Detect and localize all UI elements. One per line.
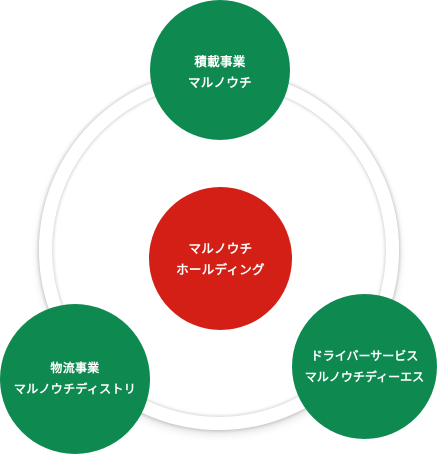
node-sekisai-jigyo: 積載事業 マルノウチ bbox=[150, 0, 290, 140]
node-top-line2: マルノウチ bbox=[187, 75, 252, 90]
node-butsuryu-jigyo: 物流事業 マルノウチディストリ bbox=[0, 304, 150, 454]
node-left-line2: マルノウチディストリ bbox=[13, 382, 137, 396]
node-center-line1: マルノウチ bbox=[188, 240, 253, 256]
node-top-line1: 積載事業 bbox=[194, 54, 246, 69]
node-center-line2: ホールディング bbox=[176, 261, 265, 277]
node-right-line1: ドライバーサービス bbox=[310, 348, 419, 363]
node-driver-service: ドライバーサービス マルノウチディーエス bbox=[292, 294, 437, 439]
node-right-line2: マルノウチディーエス bbox=[304, 369, 425, 384]
node-holding-company: マルノウチ ホールディング bbox=[149, 187, 292, 330]
node-left-line1: 物流事業 bbox=[50, 361, 100, 375]
